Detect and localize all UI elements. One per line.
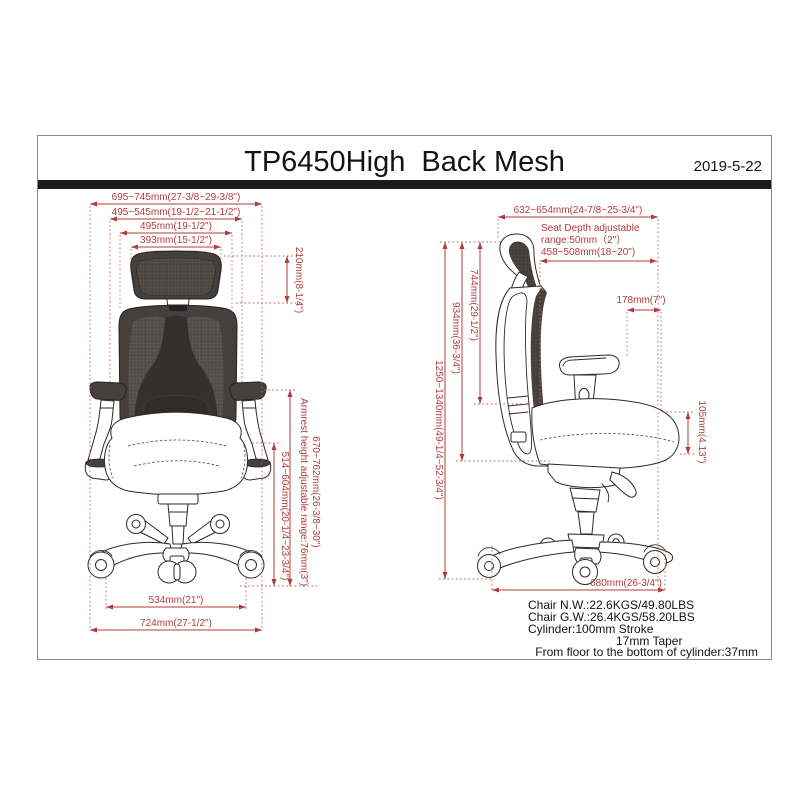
drawing-sheet-frame: TP6450High Back Mesh 2019-5-22 bbox=[37, 135, 772, 660]
spec-gross-weight: Chair G.W.:26.4KGS/58.20LBS bbox=[528, 610, 695, 624]
spec-net-weight: Chair N.W.:22.6KGS/49.80LBS bbox=[528, 598, 695, 612]
spec-floor-to-cylinder: From floor to the bottom of cylinder:37m… bbox=[535, 645, 758, 659]
sheet-title: TP6450High Back Mesh bbox=[244, 146, 565, 178]
spec-taper: 17mm Taper bbox=[616, 634, 683, 648]
title-separator-bar bbox=[38, 180, 771, 189]
sheet-date: 2019-5-22 bbox=[693, 158, 762, 175]
spec-cylinder-stroke: Cylinder:100mm Stroke bbox=[528, 622, 654, 636]
